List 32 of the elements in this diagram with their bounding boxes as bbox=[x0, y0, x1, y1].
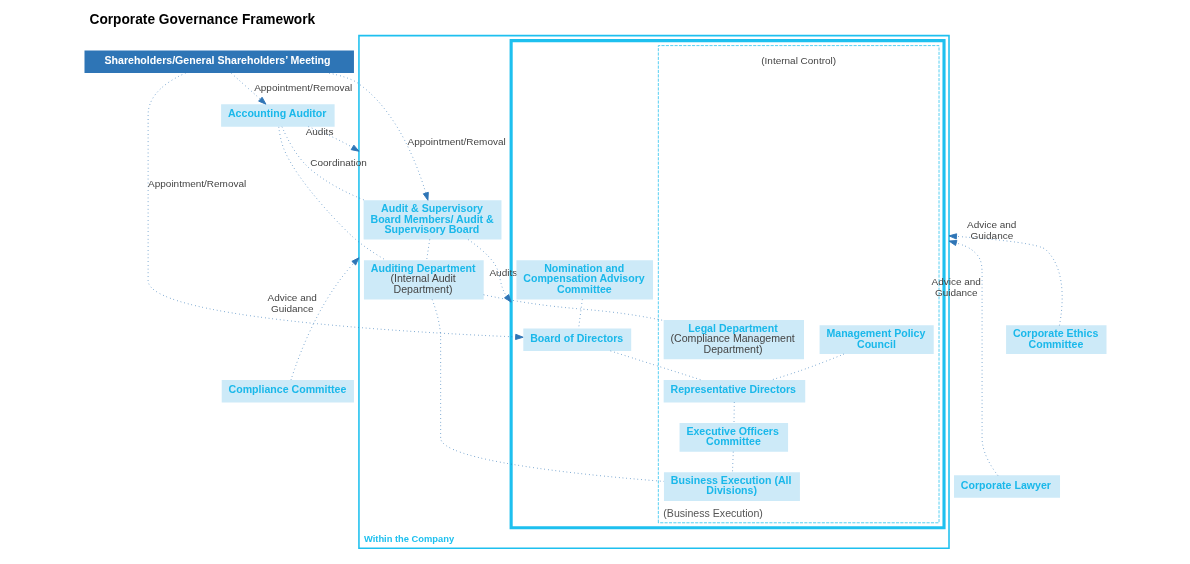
edge-label: Advice and Guidance bbox=[966, 218, 1016, 242]
connector bbox=[281, 126, 365, 201]
arrow bbox=[147, 72, 524, 340]
arrow bbox=[948, 233, 1063, 326]
arrow bbox=[948, 239, 998, 476]
node-box: Audit & Supervisory Board Members/ Audit & Supervisory Board bbox=[363, 200, 501, 240]
connector bbox=[482, 294, 664, 321]
node-box: Auditing Department (Internal Audit Department) bbox=[363, 260, 484, 300]
node-box: Executive Officers Committee bbox=[679, 422, 788, 452]
node-box: Business Execution (All Divisions) bbox=[663, 472, 800, 501]
edge-label: Appointment/Removal bbox=[407, 135, 506, 147]
edge-label: Appointment/Removal bbox=[147, 178, 246, 190]
diagram-title: Corporate Governance Framework bbox=[88, 11, 315, 27]
edge-label: Advice and Guidance bbox=[267, 291, 317, 314]
node-box: Corporate Ethics Committee bbox=[1005, 325, 1106, 355]
connector bbox=[277, 126, 386, 261]
edge-label: Appointment/Removal bbox=[253, 82, 352, 94]
edge-label: Audits bbox=[305, 125, 333, 137]
node-box: Corporate Lawyer bbox=[953, 475, 1060, 498]
node-box: Compliance Committee bbox=[221, 379, 354, 403]
node-box: Accounting Auditor bbox=[220, 104, 335, 127]
arrow bbox=[290, 257, 359, 381]
node-box: Representative Directors bbox=[663, 379, 805, 403]
arrow bbox=[467, 239, 512, 303]
node-box: Legal Department (Compliance Management Department) bbox=[663, 320, 804, 360]
arrow bbox=[230, 72, 266, 105]
label: (Internal Control) bbox=[760, 55, 836, 67]
node-box: Board of Directors bbox=[522, 328, 631, 351]
arrow bbox=[307, 126, 359, 152]
arrow bbox=[328, 72, 429, 201]
node-box: Shareholders/General Shareholders’ Meeting bbox=[84, 50, 354, 74]
node-box: Management Policy Council bbox=[819, 325, 934, 355]
